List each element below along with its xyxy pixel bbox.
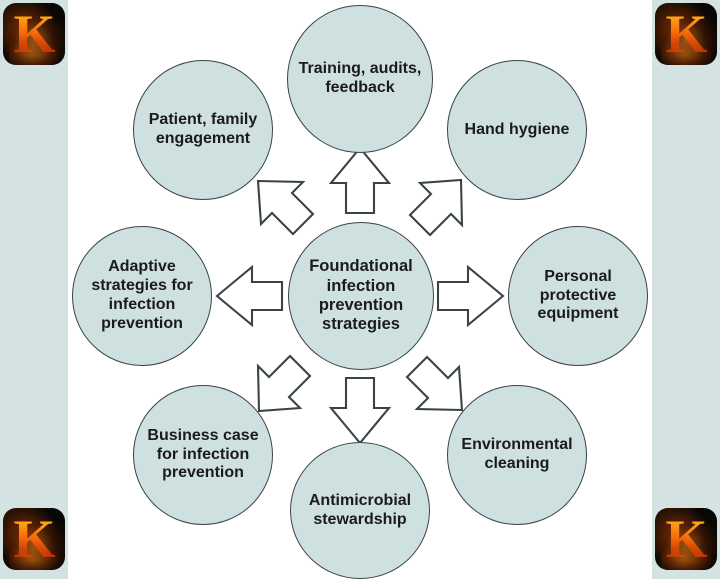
left-edge-band bbox=[0, 0, 68, 579]
k-logo-icon: K bbox=[655, 508, 717, 570]
node-training-audits-feedback[interactable]: Training, audits, feedback bbox=[287, 5, 433, 153]
k-logo-letter: K bbox=[655, 3, 717, 65]
node-label: Environmental cleaning bbox=[461, 436, 573, 472]
k-logo-letter: K bbox=[3, 508, 65, 570]
node-label: Hand hygiene bbox=[464, 120, 570, 138]
node-environmental-cleaning[interactable]: Environmental cleaning bbox=[447, 385, 587, 525]
node-label: Foundational infection prevention strate… bbox=[309, 257, 413, 334]
node-business-case-for-infection-prevention[interactable]: Business case for infection prevention bbox=[133, 385, 273, 525]
node-hand-hygiene[interactable]: Hand hygiene bbox=[447, 60, 587, 200]
k-logo-icon: K bbox=[655, 3, 717, 65]
k-logo-letter: K bbox=[3, 3, 65, 65]
node-label: Patient, family engagement bbox=[148, 111, 258, 147]
k-logo-icon: K bbox=[3, 508, 65, 570]
node-antimicrobial-stewardship[interactable]: Antimicrobial stewardship bbox=[290, 442, 430, 579]
node-foundational-infection-prevention-strategies[interactable]: Foundational infection prevention strate… bbox=[288, 222, 434, 370]
node-patient-family-engagement[interactable]: Patient, family engagement bbox=[133, 60, 273, 200]
node-personal-protective-equipment[interactable]: Personal protective equipment bbox=[508, 226, 648, 366]
node-adaptive-strategies-for-infection-prevention[interactable]: Adaptive strategies for infection preven… bbox=[72, 226, 212, 366]
node-label: Personal protective equipment bbox=[537, 267, 619, 323]
node-label: Business case for infection prevention bbox=[147, 426, 259, 482]
k-logo-icon: K bbox=[3, 3, 65, 65]
k-logo-letter: K bbox=[655, 508, 717, 570]
right-edge-band bbox=[652, 0, 720, 579]
node-label: Adaptive strategies for infection preven… bbox=[91, 258, 193, 332]
node-label: Antimicrobial stewardship bbox=[308, 491, 412, 528]
node-label: Training, audits, feedback bbox=[298, 60, 422, 96]
